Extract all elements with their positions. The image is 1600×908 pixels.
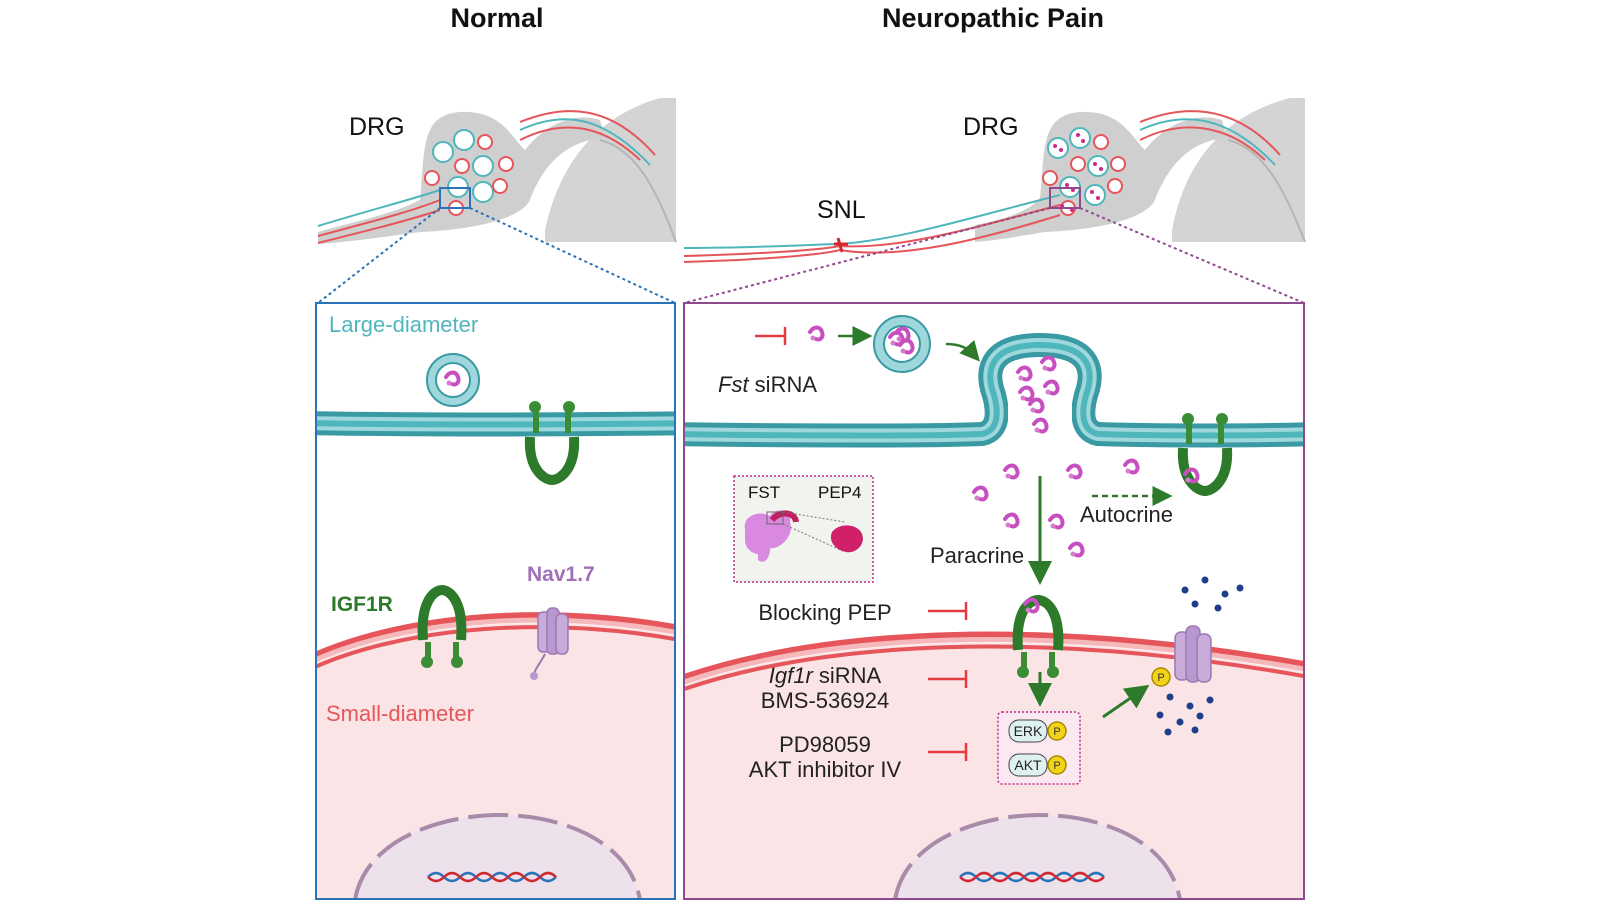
header: Normal Neuropathic Pain xyxy=(320,3,1305,33)
zoom-box-right xyxy=(1049,187,1081,209)
svg-text:P: P xyxy=(1053,726,1060,738)
igf1r-membrane-right xyxy=(1177,413,1233,497)
panel-normal: Large-diameter Small-diameter IGF1R Nav1… xyxy=(315,302,676,900)
inhibition-bars xyxy=(755,327,968,761)
nav17-channel-left xyxy=(530,607,569,680)
inset-pep4-label: PEP4 xyxy=(818,483,861,502)
label-blocking-pep: Blocking PEP xyxy=(758,600,891,625)
drg-label-right: DRG xyxy=(963,113,1019,141)
arrow-to-membrane xyxy=(945,340,980,362)
igf1r-membrane-left xyxy=(524,401,580,486)
drg-left-illustration: DRG xyxy=(317,98,677,304)
label-paracrine: Paracrine xyxy=(930,543,1024,568)
drg-right-illustration: DRG SNL xyxy=(683,98,1306,304)
spinal-cord-right xyxy=(1172,98,1305,242)
header-normal: Normal xyxy=(450,3,543,33)
zoom-box-left xyxy=(439,187,471,209)
panel-neuropathic: P ERK P AKT P xyxy=(683,302,1305,900)
label-igf1r: IGF1R xyxy=(331,593,393,616)
header-neuropathic-pain: Neuropathic Pain xyxy=(882,3,1104,33)
vesicle-right xyxy=(873,315,931,373)
vesicle-left xyxy=(426,353,480,407)
label-pd98059: PD98059 xyxy=(779,732,871,757)
snl-label: SNL xyxy=(817,196,866,224)
sodium-ions xyxy=(1156,576,1244,736)
label-nav17: Nav1.7 xyxy=(527,563,595,586)
label-autocrine: Autocrine xyxy=(1080,502,1173,527)
igf1r-receptor-right xyxy=(1012,594,1064,678)
spinal-cord-left xyxy=(545,98,676,242)
drg-right-body xyxy=(975,111,1227,242)
erk-akt-box: ERK P AKT P xyxy=(997,711,1081,785)
label-bms-536924: BMS-536924 xyxy=(761,688,889,713)
inset-fst-label: FST xyxy=(748,483,780,502)
erk-label: ERK xyxy=(1014,723,1043,739)
dna-right xyxy=(959,871,1105,883)
svg-text:P: P xyxy=(1053,760,1060,772)
nucleus-right xyxy=(893,812,1182,899)
phospho-nav17 xyxy=(1151,667,1171,687)
panel-neuropathic-border xyxy=(683,302,1305,900)
label-fst-sirna: Fst siRNA xyxy=(718,372,817,397)
drg-label-left: DRG xyxy=(349,113,405,141)
svg-text:P: P xyxy=(1157,672,1164,684)
snl-ligature xyxy=(834,237,848,253)
akt-label: AKT xyxy=(1014,757,1042,773)
label-large-diameter: Large-diameter xyxy=(329,312,478,337)
nav17-channel-right: P xyxy=(1151,625,1212,687)
nucleus-left xyxy=(353,812,642,899)
dna-left xyxy=(427,871,557,883)
panel-normal-border xyxy=(315,302,676,900)
arrow-to-nav17 xyxy=(1102,684,1150,719)
label-igf1r-sirna: Igf1r siRNA xyxy=(769,663,882,688)
small-diameter-cell-left xyxy=(316,623,675,899)
label-small-diameter: Small-diameter xyxy=(326,701,474,726)
fst-pep4-inset: FST PEP4 xyxy=(733,475,874,583)
igf1r-receptor-left xyxy=(417,584,467,668)
label-akt-inhibitor-iv: AKT inhibitor IV xyxy=(749,757,902,782)
